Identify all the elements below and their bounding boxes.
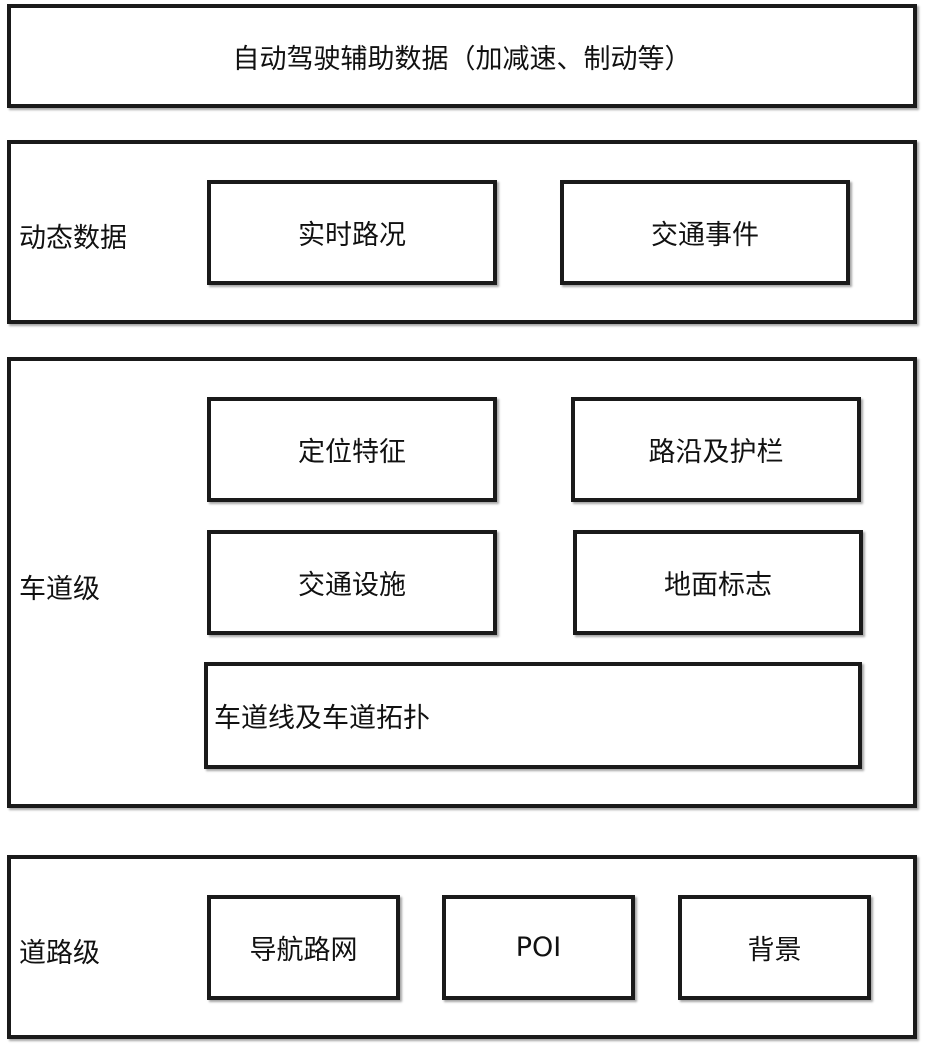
lane-level-label: 车道级 [19, 574, 100, 605]
realtime-traffic-box: 实时路况 [207, 180, 497, 285]
road-level-label: 道路级 [19, 938, 100, 969]
traffic-facility-box: 交通设施 [207, 530, 497, 635]
navigation-network-box: 导航路网 [207, 895, 400, 1000]
localization-feature-box: 定位特征 [207, 397, 497, 502]
lane-line-topology-box: 车道线及车道拓扑 [204, 662, 862, 769]
curb-guardrail-box: 路沿及护栏 [571, 397, 861, 502]
dynamic-data-label: 动态数据 [19, 223, 127, 254]
adas-data-layer: 自动驾驶辅助数据（加减速、制动等） [7, 4, 917, 108]
adas-data-title: 自动驾驶辅助数据（加减速、制动等） [232, 43, 692, 75]
background-box: 背景 [678, 895, 871, 1000]
poi-box: POI [442, 895, 635, 1000]
road-marking-box: 地面标志 [573, 530, 863, 635]
traffic-event-box: 交通事件 [560, 180, 850, 285]
